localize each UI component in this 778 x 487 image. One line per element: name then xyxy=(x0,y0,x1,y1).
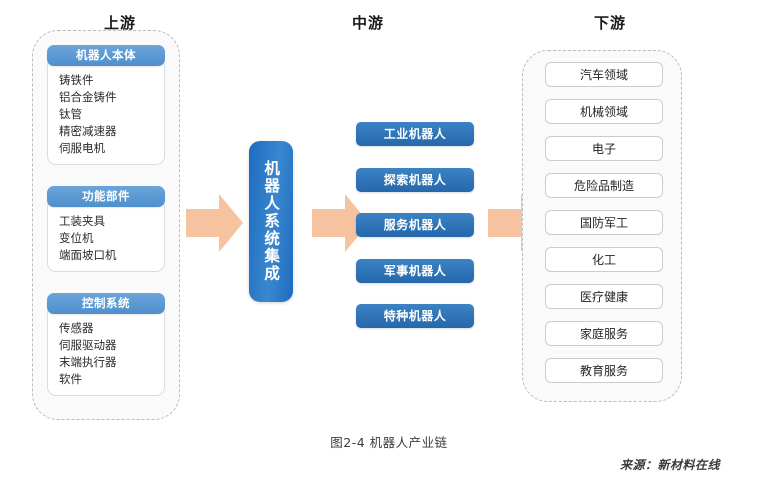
group-items-control-system: 传感器 伺服驱动器 末端执行器 软件 xyxy=(47,305,165,396)
downstream-field-chemical[interactable]: 化工 xyxy=(545,247,663,272)
group-title-robot-body: 机器人本体 xyxy=(47,45,165,66)
group-title-functional-parts: 功能部件 xyxy=(47,186,165,207)
downstream-field-healthcare[interactable]: 医疗健康 xyxy=(545,284,663,309)
downstream-field-home-service[interactable]: 家庭服务 xyxy=(545,321,663,346)
list-item: 伺服电机 xyxy=(59,141,105,155)
downstream-field-education-service[interactable]: 教育服务 xyxy=(545,358,663,383)
arrow-integration-to-robot-types-icon xyxy=(312,194,369,252)
robot-type-service[interactable]: 服务机器人 xyxy=(356,213,474,237)
figure-caption: 图2-4 机器人产业链 xyxy=(330,435,448,450)
robot-type-industrial[interactable]: 工业机器人 xyxy=(356,122,474,146)
group-items-robot-body: 铸铁件 铝合金铸件 钛管 精密减速器 伺服电机 xyxy=(47,57,165,165)
list-item: 变位机 xyxy=(59,231,94,245)
list-item: 精密减速器 xyxy=(59,124,117,138)
downstream-field-electronics[interactable]: 电子 xyxy=(545,136,663,161)
group-items-functional-parts: 工装夹具 变位机 端面坡口机 xyxy=(47,198,165,272)
downstream-field-hazardous-goods[interactable]: 危险品制造 xyxy=(545,173,663,198)
figure-source: 来源：新材料在线 xyxy=(619,458,720,472)
list-item: 端面坡口机 xyxy=(59,248,117,262)
list-item: 伺服驱动器 xyxy=(59,338,117,352)
arrow-upstream-to-midstream-icon xyxy=(186,194,243,252)
system-integration-label: 机器人系统集成 xyxy=(262,160,281,283)
group-title-control-system: 控制系统 xyxy=(47,293,165,314)
column-header-upstream: 上游 xyxy=(103,14,136,32)
downstream-field-defense[interactable]: 国防军工 xyxy=(545,210,663,235)
robot-type-special[interactable]: 特种机器人 xyxy=(356,304,474,328)
robot-type-military[interactable]: 军事机器人 xyxy=(356,259,474,283)
downstream-field-automotive[interactable]: 汽车领域 xyxy=(545,62,663,87)
list-item: 铸铁件 xyxy=(59,73,94,87)
upstream-group-functional-parts: 功能部件 工装夹具 变位机 端面坡口机 xyxy=(47,186,165,272)
list-item: 工装夹具 xyxy=(59,214,105,228)
list-item: 软件 xyxy=(59,372,82,386)
column-header-midstream: 中游 xyxy=(351,14,384,32)
downstream-field-machinery[interactable]: 机械领域 xyxy=(545,99,663,124)
list-item: 传感器 xyxy=(59,321,94,335)
list-item: 钛管 xyxy=(59,107,82,121)
upstream-group-control-system: 控制系统 传感器 伺服驱动器 末端执行器 软件 xyxy=(47,293,165,396)
upstream-group-robot-body: 机器人本体 铸铁件 铝合金铸件 钛管 精密减速器 伺服电机 xyxy=(47,45,165,165)
robot-type-exploration[interactable]: 探索机器人 xyxy=(356,168,474,192)
upstream-panel: 机器人本体 铸铁件 铝合金铸件 钛管 精密减速器 伺服电机 功能部件 工装夹具 … xyxy=(32,30,180,420)
column-header-downstream: 下游 xyxy=(593,14,626,32)
list-item: 铝合金铸件 xyxy=(59,90,117,104)
midstream-system-integration-box: 机器人系统集成 xyxy=(249,141,293,302)
list-item: 末端执行器 xyxy=(59,355,117,369)
